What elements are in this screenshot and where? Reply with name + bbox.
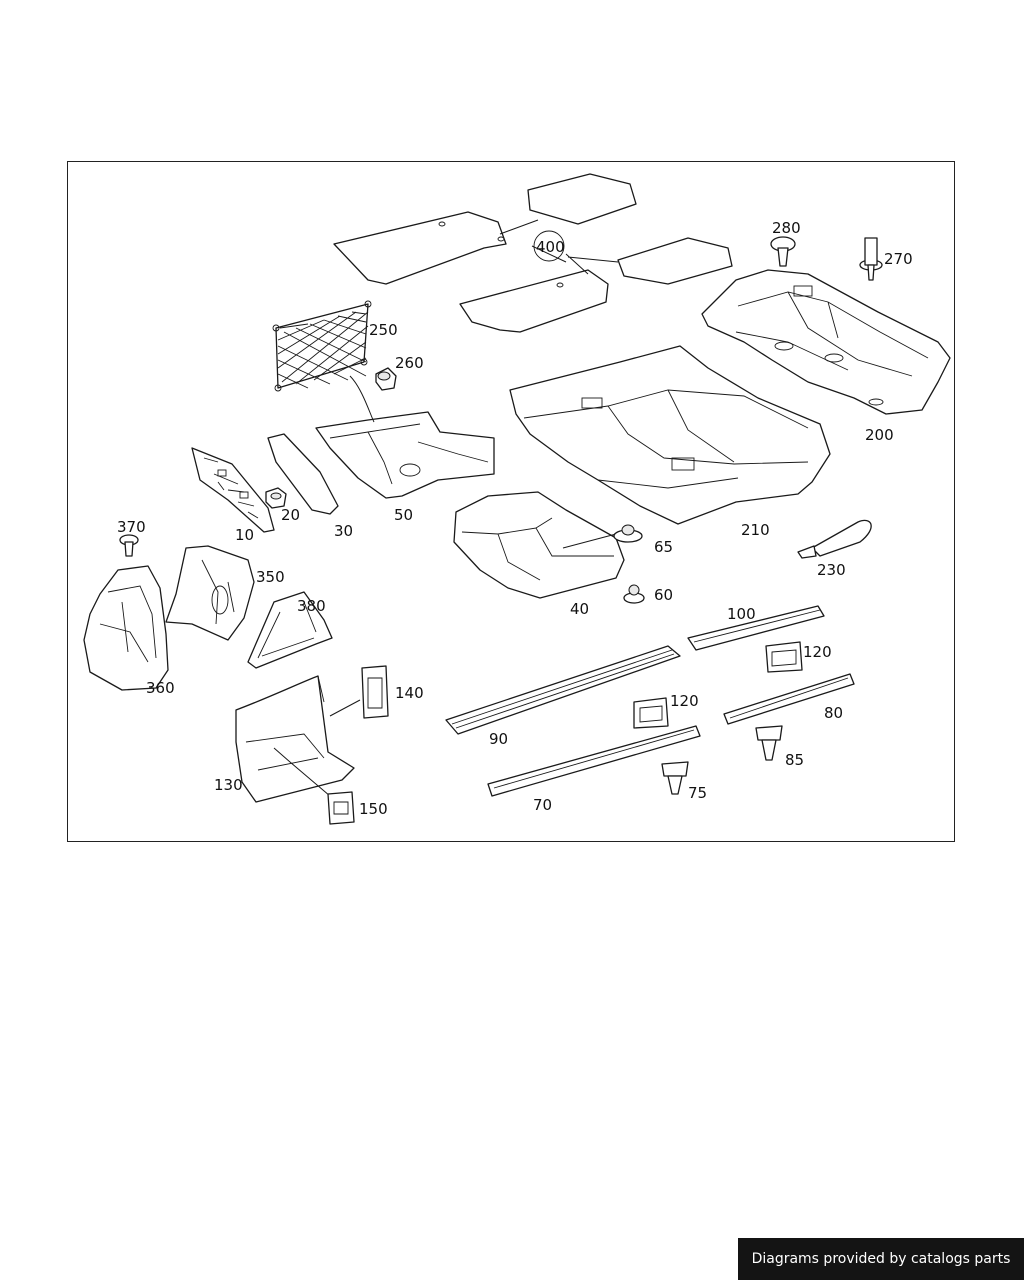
callout-70: 70 <box>533 796 552 814</box>
rear-floor-carpet <box>509 345 831 525</box>
sill-clip-holder-a <box>633 697 669 729</box>
net-hook <box>375 367 397 391</box>
callout-230: 230 <box>817 561 846 579</box>
callout-75: 75 <box>688 784 707 802</box>
callout-labels: 10 20 30 40 50 60 65 70 75 80 85 90 100 … <box>117 219 913 818</box>
callout-260: 260 <box>395 354 424 372</box>
callout-210: 210 <box>741 521 770 539</box>
spacer-pad <box>613 524 643 543</box>
callout-10: 10 <box>235 526 254 544</box>
lower-trim-panel <box>235 675 355 803</box>
side-trim-panel <box>83 565 169 691</box>
trunk-side-liner <box>315 375 495 499</box>
bracket-panel <box>191 447 275 533</box>
callout-350: 350 <box>256 568 285 586</box>
mounting-clip <box>327 791 355 825</box>
front-floor-carpet <box>701 269 951 415</box>
callout-130: 130 <box>214 776 243 794</box>
seal-strip-rear <box>723 673 855 725</box>
cover-panel <box>267 433 339 515</box>
callout-20: 20 <box>281 506 300 524</box>
floor-mat-front-left <box>333 211 507 285</box>
push-clip-85 <box>755 725 783 761</box>
triangle-bracket <box>247 591 333 669</box>
credit-text: Diagrams provided by catalogs parts <box>751 1251 1011 1267</box>
callout-250: 250 <box>369 321 398 339</box>
push-clip-75 <box>661 761 689 795</box>
floor-mat-rear-left <box>527 173 637 225</box>
callout-85: 85 <box>785 751 804 769</box>
retainer-clip <box>329 665 389 719</box>
callout-100: 100 <box>727 605 756 623</box>
callout-50: 50 <box>394 506 413 524</box>
seal-strip-front <box>487 725 701 797</box>
callout-65: 65 <box>654 538 673 556</box>
cargo-net <box>272 300 372 392</box>
door-sill-strip-rear <box>687 605 825 651</box>
sill-clip-holder-b <box>765 641 803 673</box>
callout-80: 80 <box>824 704 843 722</box>
door-sill-strip-front <box>445 645 681 735</box>
callout-270: 270 <box>884 250 913 268</box>
floor-mat-set <box>333 173 733 333</box>
callout-circle-400 <box>533 230 565 262</box>
floor-mat-front-right <box>459 269 609 333</box>
callout-280: 280 <box>772 219 801 237</box>
callout-60: 60 <box>654 586 673 604</box>
rubber-buffer <box>623 584 645 604</box>
callout-200: 200 <box>865 426 894 444</box>
callout-370: 370 <box>117 518 146 536</box>
cable-tie <box>797 519 872 559</box>
exploded-parts-diagram: 10 20 30 40 50 60 65 70 75 80 85 90 100 … <box>83 173 951 825</box>
callout-40: 40 <box>570 600 589 618</box>
callout-120-b: 120 <box>803 643 832 661</box>
rear-side-trim <box>165 545 255 641</box>
trunk-floor-tub <box>453 491 625 599</box>
parts-diagram-frame: 10 20 30 40 50 60 65 70 75 80 85 90 100 … <box>67 161 955 842</box>
callout-30: 30 <box>334 522 353 540</box>
callout-380: 380 <box>297 597 326 615</box>
fastener-bolt <box>859 237 883 281</box>
screw <box>119 534 139 557</box>
callout-140: 140 <box>395 684 424 702</box>
callout-90: 90 <box>489 730 508 748</box>
callout-400: 400 <box>536 238 565 256</box>
hex-nut <box>265 487 287 509</box>
callout-120-a: 120 <box>670 692 699 710</box>
callout-150: 150 <box>359 800 388 818</box>
floor-mat-rear-right <box>617 237 733 285</box>
push-clip <box>770 236 796 267</box>
credit-banner: Diagrams provided by catalogs parts <box>738 1238 1024 1280</box>
callout-360: 360 <box>146 679 175 697</box>
